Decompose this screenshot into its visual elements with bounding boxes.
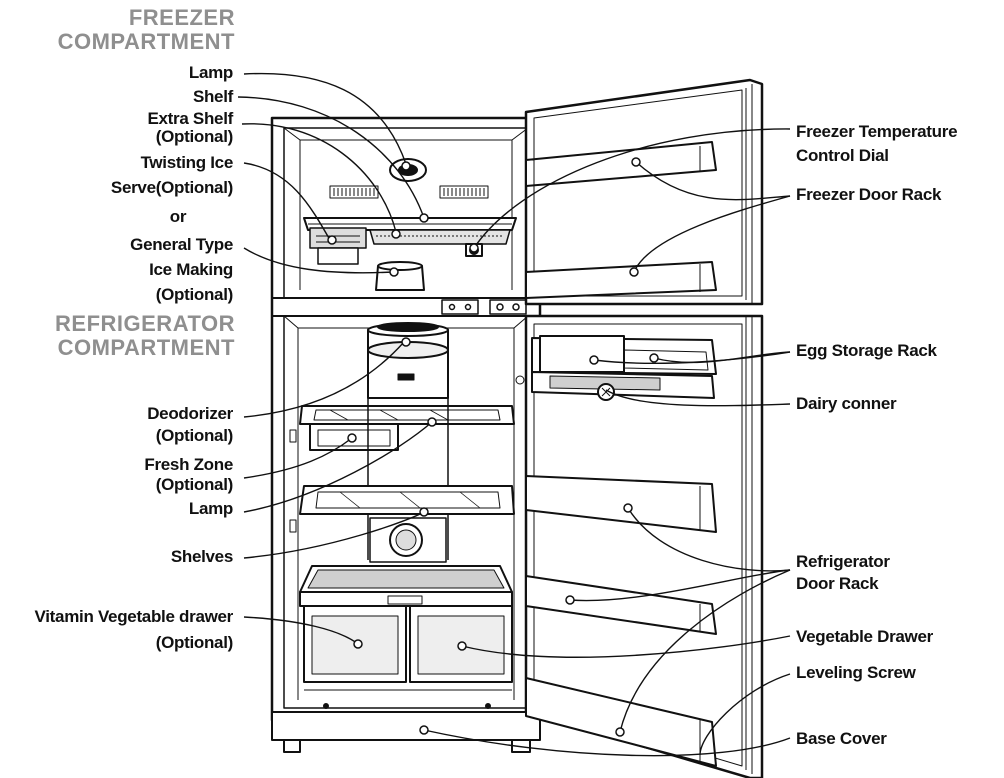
freezer-shelf [303, 217, 517, 231]
leader-lines [237, 72, 791, 757]
label-freezer-door-rack: Freezer Door Rack [796, 185, 942, 204]
base-cover [271, 703, 541, 753]
freezer-heading: FREEZER COMPARTMENT [58, 6, 235, 54]
label-freezer-temperature-line2: Control Dial [796, 146, 889, 165]
label-extra-shelf-line2: (Optional) [155, 127, 234, 146]
egg-storage-rack [531, 335, 717, 375]
label-freezer-temperature-line1: Freezer Temperature [796, 122, 958, 141]
freezer-vents [329, 185, 489, 199]
label-fresh-zone-line2: (Optional) [155, 475, 234, 494]
label-general-type-line1: General Type [130, 235, 233, 254]
refrigerator-heading-line1: REFRIGERATOR [55, 311, 235, 336]
label-fresh-zone-line1: Fresh Zone [144, 455, 233, 474]
label-lamp-top: Lamp [188, 63, 233, 82]
label-fresh-zone: Fresh Zone (Optional) [144, 455, 233, 495]
label-general-type-line2: Ice Making [149, 260, 233, 279]
label-dairy-corner: Dairy conner [796, 394, 897, 413]
label-or: or [169, 207, 187, 226]
dairy-corner [531, 371, 715, 401]
extra-shelf [369, 229, 511, 245]
refrigerator-heading-line2: COMPARTMENT [57, 335, 235, 360]
refrigerator-door-racks [525, 475, 717, 767]
label-deodorizer-line2: (Optional) [155, 426, 234, 445]
label-twisting-ice-line1: Twisting Ice [140, 153, 234, 172]
leader-lamp-top [243, 72, 407, 165]
label-freezer-temperature-dial: Freezer Temperature Control Dial [796, 120, 958, 168]
label-vitamin-drawer: Vitamin Vegetable drawer (Optional) [34, 606, 234, 654]
label-extra-shelf: Extra Shelf (Optional) [147, 110, 233, 146]
label-shelf: Shelf [192, 87, 233, 106]
freezer-heading-line2: COMPARTMENT [57, 29, 235, 54]
label-extra-shelf-line1: Extra Shelf [147, 109, 233, 128]
label-general-type-line3: (Optional) [155, 285, 234, 304]
label-leveling-screw: Leveling Screw [796, 663, 916, 682]
vegetable-cover [299, 565, 513, 607]
label-shelves: Shelves [170, 547, 233, 566]
deodorizer-shelf [299, 405, 515, 425]
freezer-heading-line1: FREEZER [128, 5, 235, 30]
label-deodorizer-line1: Deodorizer [147, 404, 233, 423]
label-base-cover: Base Cover [796, 729, 887, 748]
freezer-door-racks [525, 141, 717, 299]
twisting-ice-serve [309, 227, 367, 265]
callout-dots [327, 157, 659, 737]
label-egg-storage-rack: Egg Storage Rack [796, 341, 937, 360]
label-refrigerator-door-rack-line1: Refrigerator [796, 552, 890, 571]
fridge-lamp-housing [367, 322, 449, 399]
label-twisting-ice-line2: Serve(Optional) [110, 178, 233, 197]
label-twisting-ice: Twisting Ice Serve(Optional) [111, 152, 233, 199]
label-refrigerator-door-rack: Refrigerator Door Rack [796, 551, 890, 595]
label-vitamin-drawer-line1: Vitamin Vegetable drawer [34, 607, 234, 626]
label-deodorizer: Deodorizer (Optional) [147, 403, 233, 447]
middle-shelf [299, 485, 515, 515]
control-panel-strip [441, 299, 527, 315]
label-vegetable-drawer: Vegetable Drawer [796, 627, 933, 646]
general-ice-maker [375, 261, 425, 291]
fridge-fan [369, 517, 447, 563]
label-refrigerator-door-rack-line2: Door Rack [796, 574, 879, 593]
label-general-type: General Type Ice Making (Optional) [130, 232, 233, 307]
fresh-zone [309, 423, 399, 451]
label-lamp-bottom: Lamp [188, 499, 233, 518]
label-vitamin-drawer-line2: (Optional) [155, 633, 234, 652]
refrigerator-heading: REFRIGERATOR COMPARTMENT [55, 312, 235, 360]
fridge-side-wall-details [289, 375, 525, 533]
